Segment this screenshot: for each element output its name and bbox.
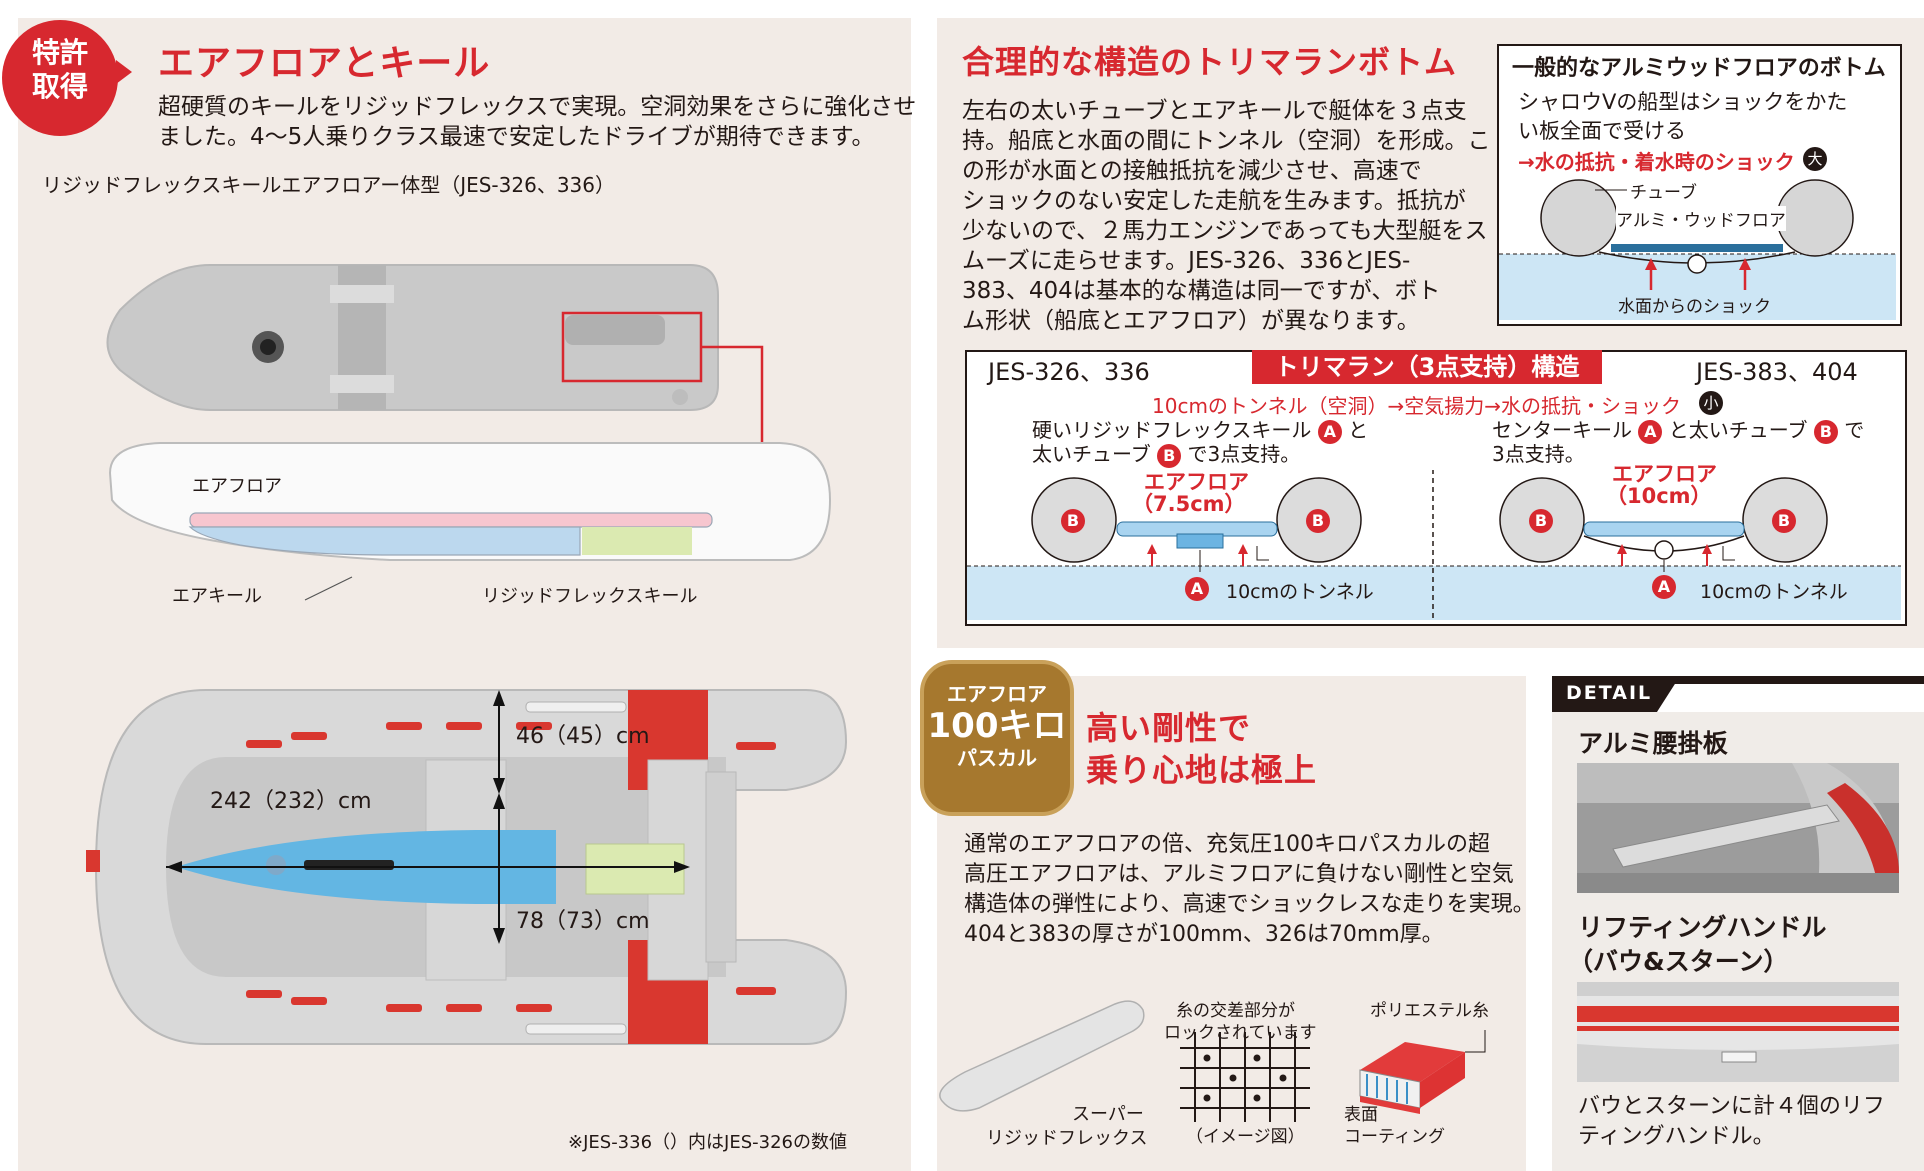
- badge-a: A: [1317, 420, 1342, 444]
- left-floor-label-1: エアフロア: [1144, 470, 1249, 494]
- label-lock-2: ロックされています: [1164, 1023, 1317, 1043]
- left-desc-2b: で3点支持。: [1187, 442, 1301, 466]
- right-floor-label-1: エアフロア: [1612, 462, 1717, 486]
- airfloor-desc-line2: ました。4〜5人乗りクラス最速で安定したドライブが期待できます。: [158, 124, 875, 150]
- detail-item2-title-2: （バウ&スターン）: [1568, 947, 1789, 976]
- label-alu-wood-floor: アルミ・ウッドフロア: [1616, 206, 1786, 231]
- lifting-handle-photo: [1577, 982, 1899, 1082]
- tube-letter-left-1: B: [1061, 509, 1085, 533]
- airfloor-desc-line1: 超硬質のキールをリジッドフレックスで実現。空洞効果をさらに強化させ: [158, 94, 917, 120]
- airfloor-top-view: [106, 264, 832, 601]
- keel-letter-left: A: [1185, 577, 1209, 601]
- label-lock-1: 糸の交差部分が: [1176, 1001, 1295, 1021]
- trimaran-body-line-1: 左右の太いチューブとエアキールで艇体を３点支: [962, 98, 1467, 124]
- trimaran-body-line-8: ム形状（船底とエアフロア）が異なります。: [962, 308, 1420, 334]
- badge-a: A: [1638, 420, 1663, 444]
- structure-title: トリマラン（3点支持）構造: [1252, 350, 1602, 384]
- patent-badge-pointer: [116, 60, 132, 84]
- airfloor-subcaption: リジッドフレックスキールエアフロアー体型（JES-326、336）: [42, 173, 615, 197]
- label-surface-2: コーティング: [1344, 1127, 1445, 1147]
- detail-tag: [1552, 676, 1680, 712]
- general-floor-line2: い板全面で受ける: [1518, 119, 1686, 143]
- trimaran-body-line-4: ショックのない安定した走航を生みます。抵抗が: [962, 188, 1466, 214]
- keel-letter-right: A: [1652, 575, 1676, 599]
- left-desc-1a: 硬いリジッドフレックスキール: [1032, 418, 1312, 442]
- label-airfloor: エアフロア: [192, 476, 282, 497]
- trimaran-body-line-3: の形が水面との接触抵抗を減少させ、高速で: [962, 158, 1422, 184]
- badge-b: B: [1813, 420, 1838, 444]
- rigidity-body-line-4: 404と383の厚さが100mm、326は70mm厚。: [964, 922, 1444, 947]
- structure-right-desc-2: 3点支持。: [1492, 442, 1585, 466]
- tube-letter-right-2: B: [1772, 509, 1796, 533]
- detail-item1-title: アルミ腰掛板: [1578, 729, 1728, 758]
- structure-left-model: JES-326、336: [988, 358, 1150, 386]
- general-floor-diagram: [1499, 179, 1896, 320]
- small-badge: 小: [1699, 391, 1723, 415]
- rigidity-illustrations: [939, 1000, 1486, 1122]
- general-floor-line1: シャロウVの船型はショックをかた: [1518, 90, 1848, 114]
- label-super: スーパー: [1072, 1104, 1144, 1125]
- pressure-badge: エアフロア 100キロ パスカル: [920, 660, 1074, 816]
- right-desc-1c: で: [1844, 418, 1865, 442]
- tube-letter-left-2: B: [1306, 509, 1330, 533]
- badge-b: B: [1157, 444, 1182, 468]
- label-airkeel: エアキール: [172, 586, 262, 607]
- trimaran-body-line-5: 少ないので、２馬力エンジンであっても大型艇をス: [962, 218, 1488, 244]
- label-super-rigidflex: リジッドフレックス: [986, 1128, 1148, 1149]
- detail-item2-desc-2: ティングハンドル。: [1578, 1124, 1775, 1149]
- tube-letter-right-1: B: [1529, 509, 1553, 533]
- alu-seat-photo: [1577, 763, 1899, 893]
- left-desc-2a: 太いチューブ: [1032, 442, 1151, 466]
- label-water-shock: 水面からのショック: [1618, 297, 1771, 317]
- dim-width: 46（45）cm: [516, 724, 650, 749]
- rigidity-title-2: 乗り心地は極上: [1086, 751, 1318, 789]
- general-floor-title: 一般的なアルミウッドフロアのボトム: [1512, 56, 1886, 81]
- rigidity-body-line-1: 通常のエアフロアの倍、充気圧100キロパスカルの超: [964, 832, 1490, 857]
- pressure-badge-line3: パスカル: [957, 746, 1037, 770]
- boat-top-view: [86, 689, 848, 1045]
- right-desc-1a: センターキール: [1492, 418, 1632, 442]
- rigidity-body-line-2: 高圧エアフロアは、アルミフロアに負けない剛性と空気: [964, 862, 1514, 887]
- label-rigidflex-keel: リジッドフレックスキール: [482, 586, 698, 607]
- patent-badge: 特許 取得: [2, 20, 118, 136]
- right-tunnel-label: 10cmのトンネル: [1700, 581, 1848, 603]
- general-floor-line3: →水の抵抗・着水時のショック: [1518, 150, 1795, 174]
- label-image: （イメージ図）: [1186, 1127, 1305, 1147]
- structure-left-desc-1: 硬いリジッドフレックスキール A と: [1032, 418, 1368, 444]
- trimaran-body-line-6: ムーズに走らせます。JES-326、336とJES-: [962, 248, 1411, 274]
- label-surface-1: 表面: [1344, 1105, 1378, 1125]
- big-badge: 大: [1803, 147, 1827, 171]
- right-desc-1b: と太いチューブ: [1668, 418, 1808, 442]
- dim-inner: 78（73）cm: [516, 909, 650, 934]
- pressure-badge-line2: 100キロ: [927, 706, 1067, 746]
- structure-right-model: JES-383、404: [1696, 358, 1858, 386]
- footnote: ※JES-336（）内はJES-326の数値: [568, 1132, 847, 1153]
- label-tube: チューブ: [1630, 183, 1697, 203]
- airfloor-title: エアフロアとキール: [158, 43, 491, 84]
- structure-subtitle: 10cmのトンネル（空洞）→空気揚力→水の抵抗・ショック: [1152, 394, 1682, 418]
- patent-badge-line2: 取得: [31, 70, 88, 103]
- dim-length: 242（232）cm: [210, 789, 372, 814]
- left-desc-1b: と: [1348, 418, 1369, 442]
- detail-item2-desc-1: バウとスターンに計４個のリフ: [1578, 1094, 1885, 1119]
- rigidity-body-line-3: 構造体の弾性により、高速でショックレスな走りを実現。: [964, 892, 1535, 917]
- left-tunnel-label: 10cmのトンネル: [1226, 581, 1374, 603]
- detail-item2-title-1: リフティングハンドル: [1578, 913, 1827, 942]
- trimaran-body-line-7: 383、404は基本的な構造は同一ですが、ボト: [962, 278, 1441, 304]
- structure-left-desc-2: 太いチューブ B で3点支持。: [1032, 442, 1300, 468]
- detail-tag-label: DETAIL: [1566, 682, 1653, 704]
- structure-right-desc-1: センターキール A と太いチューブ B で: [1492, 418, 1864, 444]
- pressure-badge-line1: エアフロア: [947, 682, 1047, 706]
- patent-badge-line1: 特許: [31, 36, 88, 69]
- label-polyester: ポリエステル糸: [1370, 1001, 1489, 1021]
- rigidity-title-1: 高い剛性で: [1086, 709, 1252, 747]
- trimaran-title: 合理的な構造のトリマランボトム: [962, 43, 1458, 81]
- right-floor-label-2: （10cm）: [1606, 484, 1712, 508]
- left-floor-label-2: （7.5cm）: [1132, 492, 1246, 516]
- detail-rule: [1552, 676, 1924, 684]
- trimaran-body-line-2: 持。船底と水面の間にトンネル（空洞）を形成。こ: [962, 128, 1491, 154]
